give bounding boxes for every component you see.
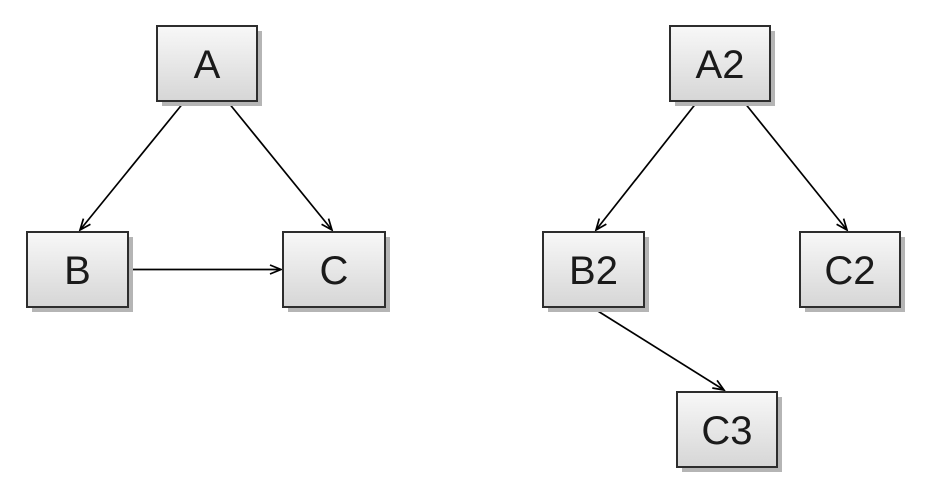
graph-right: A2 B2 C2 C3 <box>542 25 905 472</box>
edge-line-A-B <box>78 101 185 232</box>
edge-A2-C2[interactable] <box>743 101 849 232</box>
node-C3[interactable]: C3 <box>676 391 782 472</box>
node-A2-label: A2 <box>696 43 745 87</box>
graph-left: A B C <box>26 25 390 312</box>
node-C2-label: C2 <box>824 249 875 293</box>
edge-line-A2-B2 <box>594 101 698 232</box>
node-A-box <box>156 25 258 102</box>
edge-A2-B2[interactable] <box>594 101 698 232</box>
node-C2-box <box>799 231 901 308</box>
node-A2[interactable]: A2 <box>669 25 775 106</box>
edge-A-B[interactable] <box>78 101 185 232</box>
node-C-box <box>282 231 386 308</box>
edge-B2-C3[interactable] <box>592 307 726 392</box>
node-C-label: C <box>320 249 349 293</box>
edge-line-A2-C2 <box>743 101 849 232</box>
edge-line-A-C <box>227 101 334 232</box>
edge-A-C[interactable] <box>227 101 334 232</box>
node-C3-label: C3 <box>701 409 752 453</box>
node-A[interactable]: A <box>156 25 262 106</box>
node-B2[interactable]: B2 <box>542 231 649 312</box>
node-B2-box <box>542 231 645 308</box>
node-B[interactable]: B <box>26 231 133 312</box>
node-A2-box <box>669 25 771 102</box>
node-C3-box <box>676 391 778 468</box>
node-C[interactable]: C <box>282 231 390 312</box>
node-A-label: A <box>194 43 221 87</box>
node-C2[interactable]: C2 <box>799 231 905 312</box>
node-B-label: B <box>64 249 91 293</box>
node-B-box <box>26 231 129 308</box>
edge-line-B2-C3 <box>592 307 726 392</box>
node-B2-label: B2 <box>569 249 618 293</box>
